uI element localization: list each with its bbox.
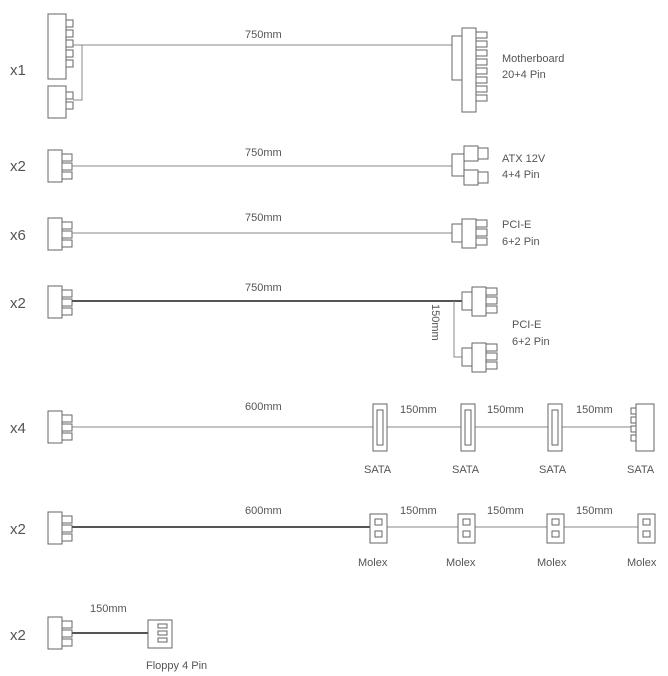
psu-connector bbox=[47, 149, 73, 183]
connector-label: PCI-E bbox=[502, 219, 531, 231]
sata-connector-4 bbox=[630, 403, 655, 452]
count-label: x6 bbox=[10, 227, 26, 244]
connector-pin-label: 6+2 Pin bbox=[502, 236, 540, 248]
molex-connector-4 bbox=[637, 513, 656, 544]
pcie-connector-1 bbox=[461, 286, 498, 317]
cable-length-label: 750mm bbox=[245, 212, 282, 224]
pcie-connector bbox=[451, 218, 488, 249]
cable-wire-branch bbox=[453, 301, 462, 358]
cable-length-label: 750mm bbox=[245, 29, 282, 41]
segment-length-label: 150mm bbox=[487, 404, 524, 416]
connector-label: SATA bbox=[627, 464, 655, 476]
connector-label: Molex bbox=[537, 557, 567, 569]
psu-connector bbox=[47, 410, 73, 444]
floppy-connector bbox=[147, 619, 173, 649]
connector-label: Molex bbox=[446, 557, 476, 569]
cable-length-label: 750mm bbox=[245, 282, 282, 294]
cable-length-label: 600mm bbox=[245, 505, 282, 517]
cable-row-motherboard: x1 750mm Motherboard 20+4 Pin bbox=[10, 13, 564, 119]
sata-connector-3 bbox=[547, 403, 563, 452]
count-label: x2 bbox=[10, 627, 26, 644]
psu-connector-24pin bbox=[47, 13, 74, 119]
segment-length-label: 150mm bbox=[487, 505, 524, 517]
cable-length-label: 600mm bbox=[245, 401, 282, 413]
connector-label: SATA bbox=[364, 464, 392, 476]
psu-connector bbox=[47, 616, 73, 650]
cable-row-sata: x4 600mm 150mm 150mm 150mm SATA SATA SAT… bbox=[10, 401, 655, 476]
connector-label: SATA bbox=[539, 464, 567, 476]
count-label: x4 bbox=[10, 420, 26, 437]
connector-label: Molex bbox=[627, 557, 657, 569]
psu-connector bbox=[47, 285, 73, 319]
connector-label: SATA bbox=[452, 464, 480, 476]
pcie-connector-2 bbox=[461, 342, 498, 373]
molex-connector-2 bbox=[457, 513, 476, 544]
cable-length-label: 750mm bbox=[245, 147, 282, 159]
connector-label: PCI-E bbox=[512, 319, 541, 331]
count-label: x2 bbox=[10, 158, 26, 175]
psu-connector bbox=[47, 217, 73, 251]
cable-row-pcie: x6 750mm PCI-E 6+2 Pin bbox=[10, 212, 540, 251]
cable-wire-branch bbox=[73, 45, 83, 101]
atx12v-connector bbox=[451, 145, 489, 186]
segment-length-label: 150mm bbox=[400, 404, 437, 416]
psu-connector bbox=[47, 511, 73, 545]
connector-label: Molex bbox=[358, 557, 388, 569]
count-label: x2 bbox=[10, 295, 26, 312]
branch-length-label: 150mm bbox=[429, 304, 441, 341]
cable-row-atx12v: x2 750mm ATX 12V 4+4 Pin bbox=[10, 145, 546, 186]
motherboard-connector bbox=[451, 27, 488, 113]
connector-pin-label: 4+4 Pin bbox=[502, 169, 540, 181]
connector-label: ATX 12V bbox=[502, 153, 546, 165]
connector-pin-label: 20+4 Pin bbox=[502, 69, 546, 81]
sata-connector-1 bbox=[372, 403, 388, 452]
segment-length-label: 150mm bbox=[576, 505, 613, 517]
segment-length-label: 150mm bbox=[400, 505, 437, 517]
molex-connector-1 bbox=[369, 513, 388, 544]
segment-length-label: 150mm bbox=[576, 404, 613, 416]
connector-label: Motherboard bbox=[502, 53, 564, 65]
cable-length-label: 150mm bbox=[90, 603, 127, 615]
count-label: x2 bbox=[10, 521, 26, 538]
cable-row-molex: x2 600mm 150mm 150mm 150mm Molex Molex M… bbox=[10, 505, 657, 569]
connector-label: Floppy 4 Pin bbox=[146, 660, 207, 672]
cable-row-floppy: x2 150mm Floppy 4 Pin bbox=[10, 603, 207, 672]
count-label: x1 bbox=[10, 62, 26, 79]
cable-row-pcie-dual: x2 750mm 150mm PCI-E 6+2 Pin bbox=[10, 282, 550, 373]
molex-connector-3 bbox=[546, 513, 565, 544]
sata-connector-2 bbox=[460, 403, 476, 452]
connector-pin-label: 6+2 Pin bbox=[512, 336, 550, 348]
